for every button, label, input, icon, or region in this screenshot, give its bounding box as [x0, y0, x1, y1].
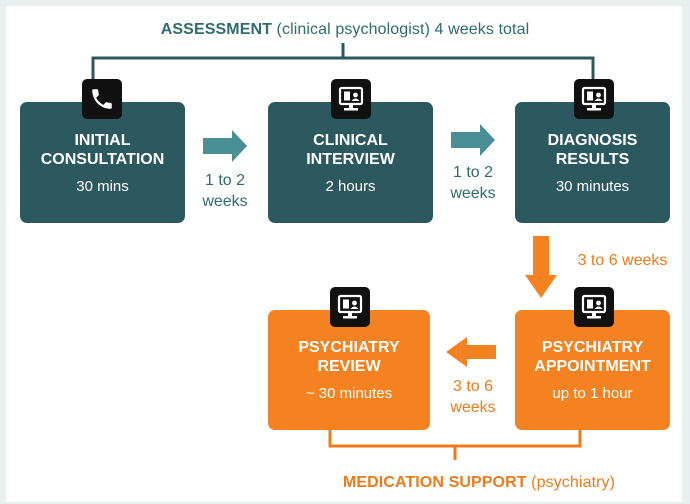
- video-call-icon: [574, 79, 614, 119]
- video-call-icon: [330, 287, 370, 327]
- step-title-line2: INTERVIEW: [306, 150, 395, 168]
- step-duration: 30 mins: [76, 177, 129, 195]
- transition-label-4: 3 to 6 weeks: [436, 376, 510, 418]
- step-title-line2: RESULTS: [555, 150, 630, 168]
- medication-heading-rest: (psychiatry): [526, 474, 616, 491]
- step-duration: 2 hours: [325, 177, 376, 195]
- step-psychiatry-review: PSYCHIATRY REVIEW ~ 30 minutes: [268, 310, 430, 430]
- step-duration: 30 minutes: [555, 177, 630, 195]
- step-title: PSYCHIATRY APPOINTMENT: [534, 338, 650, 376]
- transition-label-line2: weeks: [202, 193, 248, 210]
- phone-icon: [82, 79, 122, 119]
- step-clinical-interview: CLINICAL INTERVIEW 2 hours: [268, 102, 433, 223]
- step-duration: up to 1 hour: [552, 385, 633, 402]
- transition-label-line1: 3 to 6 weeks: [577, 252, 668, 269]
- medication-heading-bold: MEDICATION SUPPORT: [342, 474, 527, 491]
- step-title-line2: REVIEW: [317, 358, 381, 375]
- medication-bracket: [328, 430, 582, 448]
- step-title: INITIAL CONSULTATION: [41, 131, 165, 169]
- transition-label-1: 1 to 2 weeks: [188, 170, 262, 212]
- step-title-line2: APPOINTMENT: [534, 358, 651, 375]
- step-title: CLINICAL INTERVIEW: [306, 131, 395, 169]
- assessment-heading-rest: (clinical psychologist) 4 weeks total: [272, 21, 530, 38]
- video-call-icon: [331, 79, 371, 119]
- step-title-line1: PSYCHIATRY: [298, 339, 400, 356]
- step-title: PSYCHIATRY REVIEW: [298, 338, 399, 376]
- step-initial-consultation: INITIAL CONSULTATION 30 mins: [20, 102, 185, 223]
- arrow-step4-to-step5: [446, 337, 496, 367]
- arrow-step3-to-step4: [525, 236, 557, 298]
- transition-label-line1: 1 to 2: [204, 172, 246, 189]
- transition-label-3: 3 to 6 weeks: [560, 250, 685, 271]
- step-title: DIAGNOSIS RESULTS: [548, 131, 638, 169]
- assessment-heading: ASSESSMENT (clinical psychologist) 4 wee…: [0, 21, 690, 39]
- step-title-line1: DIAGNOSIS: [547, 131, 638, 149]
- medication-heading: MEDICATION SUPPORT (psychiatry): [268, 474, 690, 492]
- transition-label-line1: 3 to 6: [452, 378, 494, 395]
- transition-label-2: 1 to 2 weeks: [436, 162, 510, 204]
- assessment-heading-bold: ASSESSMENT: [160, 21, 272, 38]
- step-title-line1: CLINICAL: [313, 131, 388, 149]
- step-title-line1: PSYCHIATRY: [541, 339, 644, 356]
- transition-label-line2: weeks: [450, 185, 496, 202]
- transition-label-line1: 1 to 2: [452, 164, 494, 181]
- assessment-bracket: [91, 56, 595, 79]
- step-diagnosis-results: DIAGNOSIS RESULTS 30 minutes: [515, 102, 670, 223]
- step-duration: ~ 30 minutes: [305, 385, 393, 402]
- video-call-icon: [574, 287, 614, 327]
- transition-label-line2: weeks: [450, 399, 496, 416]
- step-title-line1: INITIAL: [74, 131, 131, 149]
- arrow-step2-to-step3: [451, 124, 495, 156]
- step-title-line2: CONSULTATION: [40, 150, 165, 168]
- arrow-step1-to-step2: [203, 130, 247, 162]
- step-psychiatry-appointment: PSYCHIATRY APPOINTMENT up to 1 hour: [515, 310, 670, 430]
